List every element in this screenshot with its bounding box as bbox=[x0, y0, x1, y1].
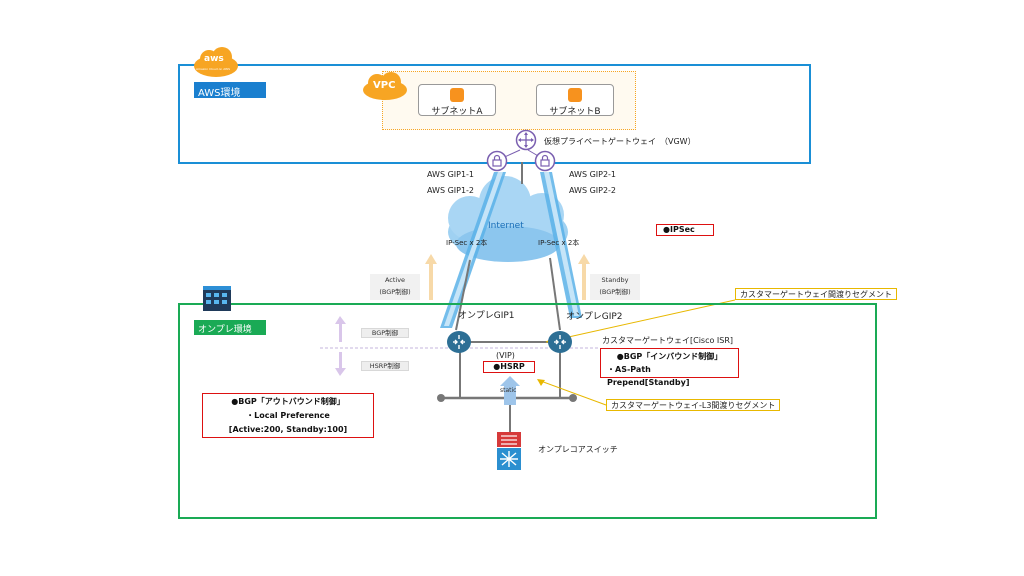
bgp-outbound-line2: [Active:200, Standby:100] bbox=[228, 425, 348, 434]
ipsec-tunnel-right-inner bbox=[544, 172, 579, 316]
standby-label-sub: (BGP制御) bbox=[599, 288, 631, 296]
callout-cgw-segment: カスタマーゲートウェイ間渡りセグメント bbox=[735, 288, 897, 300]
static-route-arrow bbox=[500, 376, 520, 405]
vpn-lock-left-icon bbox=[486, 150, 508, 172]
standby-direction-arrow bbox=[578, 254, 590, 300]
aws-environment-label: AWS環境 bbox=[194, 82, 266, 99]
bgp-control-arrow bbox=[335, 316, 346, 342]
router-standby-icon[interactable] bbox=[547, 330, 573, 354]
callout-bottom-line bbox=[537, 379, 607, 406]
aws-logo-subtext: Amazon Cloud on AWS bbox=[196, 67, 231, 71]
router2-uplink bbox=[549, 257, 561, 331]
aws-gip2-2-label: AWS GIP2-2 bbox=[569, 186, 617, 195]
hsrp-box: ●HSRP bbox=[483, 361, 535, 373]
callout-l3-segment: カスタマーゲートウェイ-L3間渡りセグメント bbox=[606, 399, 781, 411]
hsrp-control-arrow bbox=[335, 352, 346, 376]
internet-label: Internet bbox=[488, 221, 524, 231]
cgw-label: カスタマーゲートウェイ[Cisco ISR] bbox=[602, 336, 734, 345]
ipsec-left-label: IP-Sec x 2本 bbox=[446, 239, 488, 247]
active-label-sub: (BGP制御) bbox=[379, 288, 411, 296]
ipsec-tunnel-left-inner bbox=[444, 172, 503, 326]
vpn-lock-right-icon bbox=[534, 150, 556, 172]
subnet-a-label: サブネットA bbox=[431, 107, 483, 117]
hsrp-control-tag: HSRP制御 bbox=[361, 361, 409, 371]
router1-uplink bbox=[455, 259, 471, 331]
bgp-control-tag: BGP制御 bbox=[361, 328, 409, 338]
vpc-cloud-icon bbox=[360, 70, 410, 102]
aws-gip1-2-label: AWS GIP1-2 bbox=[427, 186, 475, 195]
bgp-inbound-box: ●BGP「インバウンド制御」 ・AS-Path Prepend[Standby] bbox=[600, 348, 739, 387]
onprem-gip2-label: オンプレGIP2 bbox=[566, 312, 623, 322]
subnet-b-icon bbox=[568, 88, 582, 102]
aws-gip1-1-label: AWS GIP1-1 bbox=[427, 170, 475, 179]
subnet-a-icon bbox=[450, 88, 464, 102]
active-label-title: Active bbox=[384, 276, 406, 284]
ipsec-right-label: IP-Sec x 2本 bbox=[538, 239, 580, 247]
static-label: static bbox=[500, 387, 517, 394]
aws-logo-icon bbox=[192, 46, 240, 78]
aws-logo-text: aws bbox=[204, 54, 224, 64]
vip-label: (VIP) bbox=[496, 351, 515, 360]
aws-gip2-1-label: AWS GIP2-1 bbox=[569, 170, 617, 179]
l3-segment-right-node bbox=[569, 394, 577, 402]
vgw-icon[interactable] bbox=[515, 129, 537, 151]
ipsec-legend: ●IPSec bbox=[656, 224, 714, 236]
core-switch-label: オンプレコアスイッチ bbox=[538, 445, 618, 454]
onprem-gip1-label: オンプレGIP1 bbox=[458, 311, 515, 321]
callout-top-line bbox=[545, 299, 736, 343]
vpc-label: VPC bbox=[373, 80, 396, 91]
standby-label-title: Standby bbox=[601, 276, 629, 284]
bgp-outbound-title: ●BGP「アウトバウンド制御」 bbox=[231, 397, 345, 406]
bgp-outbound-box: ●BGP「アウトバウンド制御」 ・Local Preference [Activ… bbox=[202, 393, 374, 438]
bgp-outbound-line1: ・Local Preference bbox=[246, 411, 330, 420]
onprem-environment-label: オンプレ環境 bbox=[194, 320, 266, 335]
onprem-environment-frame bbox=[178, 303, 877, 519]
active-label: Active (BGP制御) bbox=[370, 274, 420, 300]
vgw-label: 仮想プライベートゲートウェイ （VGW） bbox=[544, 137, 696, 146]
standby-label: Standby (BGP制御) bbox=[590, 274, 640, 300]
subnet-a[interactable]: サブネットA bbox=[418, 84, 496, 117]
subnet-b[interactable]: サブネットB bbox=[536, 84, 614, 117]
l3-segment-left-node bbox=[437, 394, 445, 402]
building-icon bbox=[202, 284, 232, 312]
router-active-icon[interactable] bbox=[446, 330, 472, 354]
subnet-b-label: サブネットB bbox=[549, 107, 601, 117]
core-switch-icon[interactable] bbox=[496, 431, 522, 471]
active-direction-arrow bbox=[425, 254, 437, 300]
bgp-inbound-title: ●BGP「インバウンド制御」 bbox=[616, 352, 723, 361]
bgp-inbound-line: ・AS-Path Prepend[Standby] bbox=[607, 365, 690, 387]
